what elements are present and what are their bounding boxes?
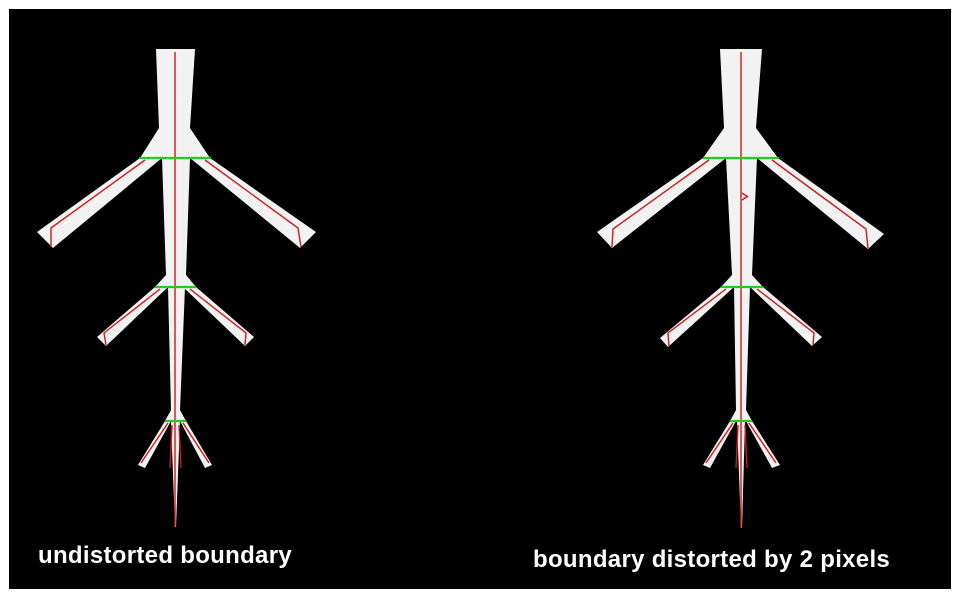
centerline-branch-1-left [611,159,710,248]
centerline-branch-2-left [103,288,161,346]
centerline-branch-1-left [50,159,146,247]
centerline-branch-3-left [140,422,169,464]
centerline-branch-3-right [748,422,777,464]
caption-undistorted: undistorted boundary [38,542,292,569]
centerline-branch-2-right [189,288,247,346]
centerline-inner-right [744,424,748,469]
branch-2-left [660,287,734,347]
branch-1-right [190,158,316,248]
centerline-inner-right [178,424,182,469]
caption-distorted: boundary distorted by 2 pixels [533,546,891,573]
centerline-branch-1-right [204,159,302,248]
centerline-branch-1-right [771,159,869,249]
vessel-tree-distorted [597,49,884,528]
centerline-branch-2-right [756,288,815,346]
branch-1-left [37,158,162,248]
centerline-inner-left [735,424,739,469]
centerline-branch-2-left [667,288,727,347]
branch-1-right [757,158,884,249]
branch-1-left [597,158,726,248]
trunk-middle [162,158,190,275]
bifurcation-2-hub [721,275,763,287]
centerline-branch-3-right [182,422,210,464]
centerline-inner-left [169,424,173,469]
trunk-lower [734,287,750,410]
distortion-artifact [741,195,749,201]
branch-2-right [750,287,822,346]
branch-2-right [183,287,254,346]
vessel-tree-undistorted [37,49,316,527]
trunk-lower [168,287,185,410]
branch-2-left [97,287,168,346]
centerline-branch-3-left [705,422,734,464]
